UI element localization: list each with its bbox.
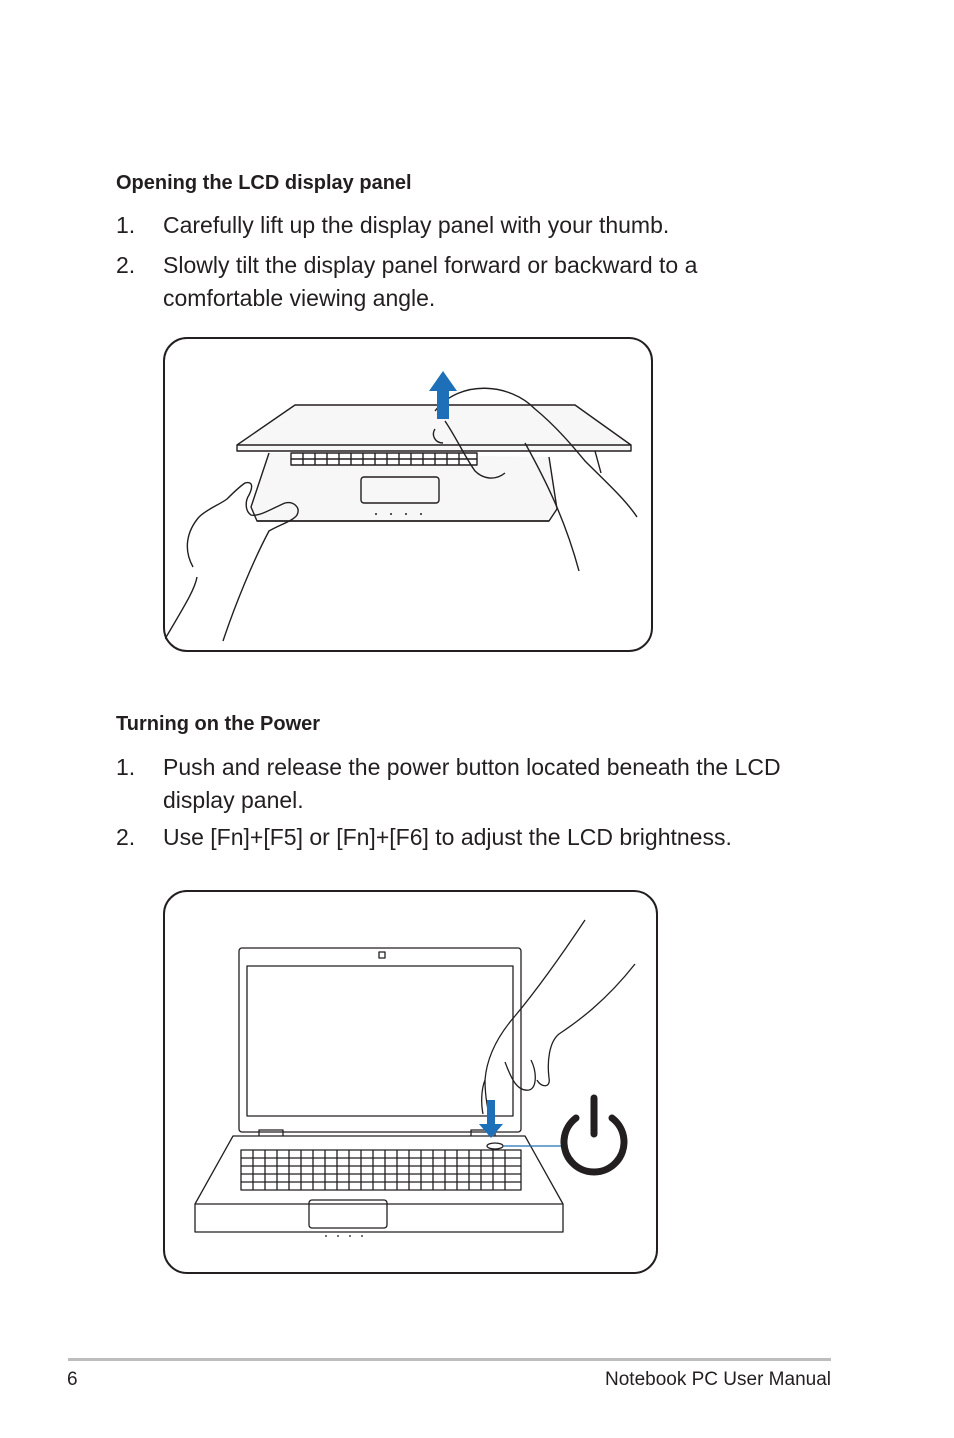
step-text: Use [Fn]+[F5] or [Fn]+[F6] to adjust the…	[163, 824, 732, 850]
step-text: Slowly tilt the display panel forward or…	[163, 252, 698, 311]
page-number: 6	[67, 1369, 78, 1390]
figure-power-on	[163, 890, 658, 1274]
step-2-adjust-brightness: 2. Use [Fn]+[F5] or [Fn]+[F6] to adjust …	[116, 821, 816, 854]
step-text: Carefully lift up the display panel with…	[163, 212, 670, 238]
step-1-push-power-button: 1. Push and release the power button loc…	[116, 751, 816, 817]
step-text: Push and release the power button locate…	[163, 754, 781, 813]
footer-rule	[68, 1358, 831, 1361]
laptop-lid-illustration	[165, 371, 638, 642]
step-1-lift-display: 1. Carefully lift up the display panel w…	[116, 209, 816, 242]
step-number: 1.	[116, 754, 136, 780]
section-heading-turning-on-power: Turning on the Power	[116, 713, 321, 735]
step-number: 2.	[116, 252, 136, 278]
figure-opening-lid	[163, 337, 653, 652]
section-heading-opening-lcd: Opening the LCD display panel	[116, 172, 412, 194]
up-arrow-icon	[429, 371, 457, 419]
step-number: 1.	[116, 212, 136, 238]
laptop-power-illustration	[194, 919, 636, 1237]
power-icon	[560, 1094, 628, 1176]
down-arrow-icon	[479, 1100, 503, 1138]
manual-title: Notebook PC User Manual	[605, 1369, 831, 1390]
step-2-tilt-display: 2. Slowly tilt the display panel forward…	[116, 249, 816, 315]
step-number: 2.	[116, 824, 136, 850]
